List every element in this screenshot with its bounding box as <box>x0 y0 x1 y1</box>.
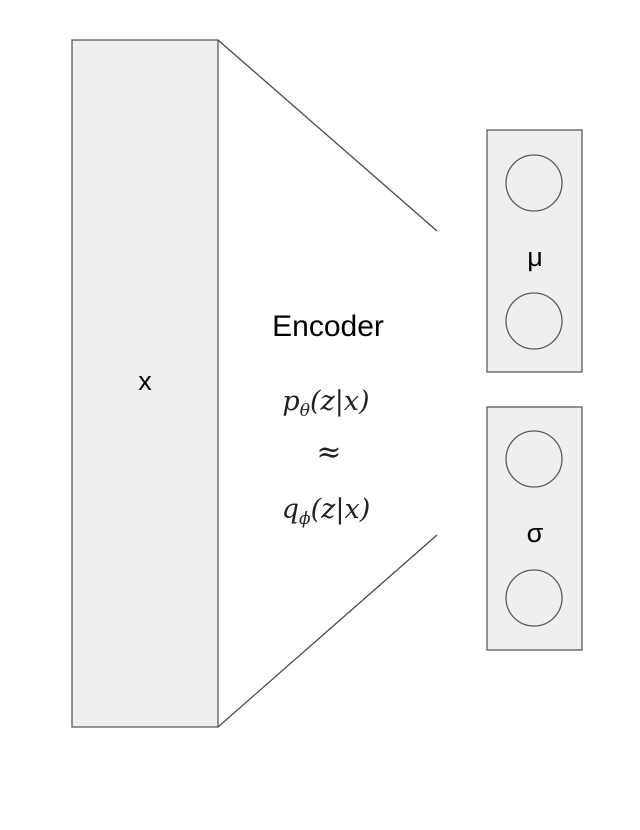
formula-p: p <box>282 386 299 417</box>
input-block <box>71 39 219 728</box>
formula-args-3: (z|x) <box>311 494 371 525</box>
sigma-node-bottom <box>505 569 563 627</box>
formula-phi: ϕ <box>299 509 311 529</box>
formula-line-1: pθ(z|x) <box>282 386 369 421</box>
input-label: x <box>138 366 152 396</box>
encoder-bottom-edge <box>217 534 438 728</box>
mu-label: μ <box>527 242 543 272</box>
encoder-top-edge <box>217 39 438 232</box>
formula-line-3: qϕ(z|x) <box>282 494 371 529</box>
formula-approx: ≈ <box>316 435 341 470</box>
formula-args-1: (z|x) <box>310 386 370 417</box>
sigma-label: σ <box>527 518 544 548</box>
encoder-title: Encoder <box>272 310 384 343</box>
formula-theta: θ <box>300 401 310 421</box>
mu-node-bottom <box>505 292 563 350</box>
mu-node-top <box>505 154 563 212</box>
sigma-node-top <box>505 430 563 488</box>
formula-q: q <box>282 494 299 525</box>
